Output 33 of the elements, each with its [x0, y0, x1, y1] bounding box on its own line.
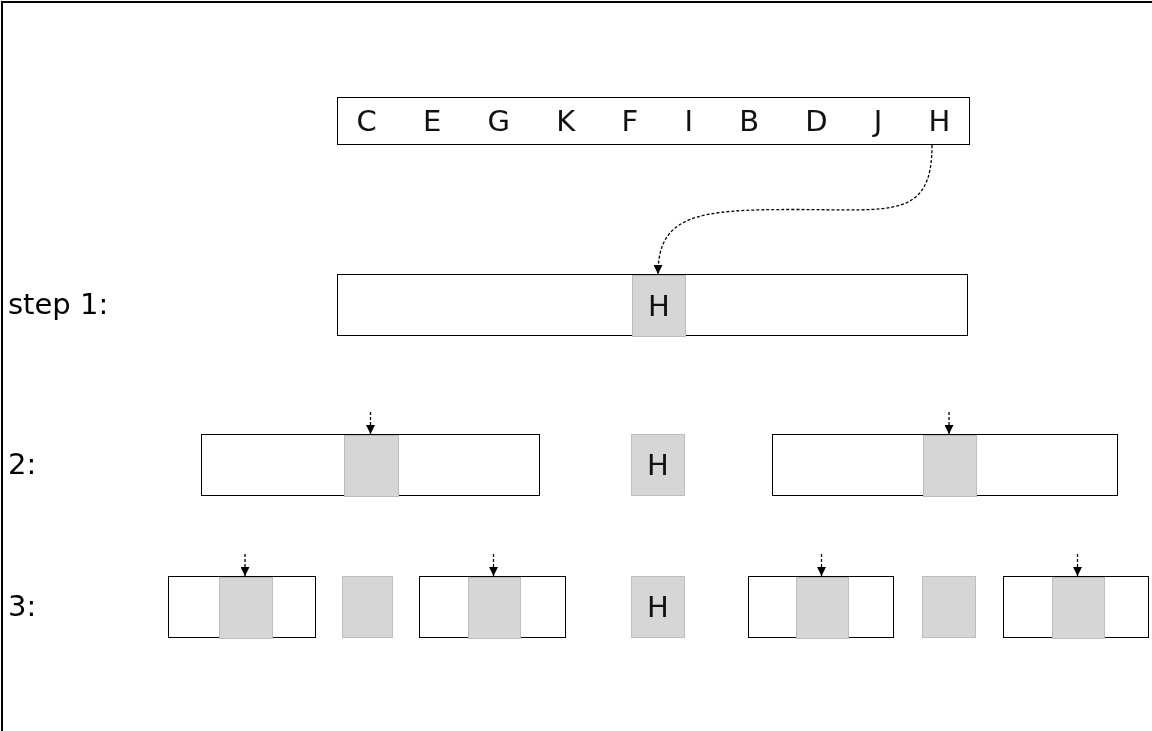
shaded-cell — [923, 435, 977, 497]
shaded-cell — [342, 576, 393, 638]
shaded-cell — [219, 577, 273, 639]
array-bar — [1003, 576, 1149, 638]
dotted-arrow — [944, 411, 954, 435]
step-label: 3: — [8, 589, 37, 623]
array-bar — [772, 434, 1118, 496]
array-bar — [419, 576, 566, 638]
dotted-arrow — [489, 553, 498, 577]
step-label: 2: — [8, 447, 37, 481]
shaded-cell — [632, 275, 686, 337]
array-bar — [201, 434, 540, 496]
shaded-cell — [631, 576, 685, 638]
letter-sequence: C E G K F I B D J H — [356, 104, 951, 138]
dotted-arrow — [240, 553, 250, 577]
shaded-cell — [922, 576, 976, 638]
cell-letter: H — [647, 448, 669, 482]
dotted-arrow — [1073, 553, 1082, 577]
shaded-cell — [344, 435, 399, 497]
array-bar — [337, 274, 968, 336]
input-sequence-box — [337, 97, 970, 145]
dotted-arrow — [366, 411, 375, 435]
dotted-arrow — [654, 144, 933, 275]
dotted-arrow — [817, 553, 826, 577]
shaded-cell — [796, 577, 849, 639]
shaded-cell — [468, 577, 521, 639]
shaded-cell — [1052, 577, 1105, 639]
array-bar — [748, 576, 894, 638]
cell-letter: H — [647, 590, 669, 624]
array-bar — [168, 576, 316, 638]
cell-letter: H — [648, 289, 670, 323]
step-label: step 1: — [8, 287, 109, 321]
shaded-cell — [631, 434, 685, 496]
